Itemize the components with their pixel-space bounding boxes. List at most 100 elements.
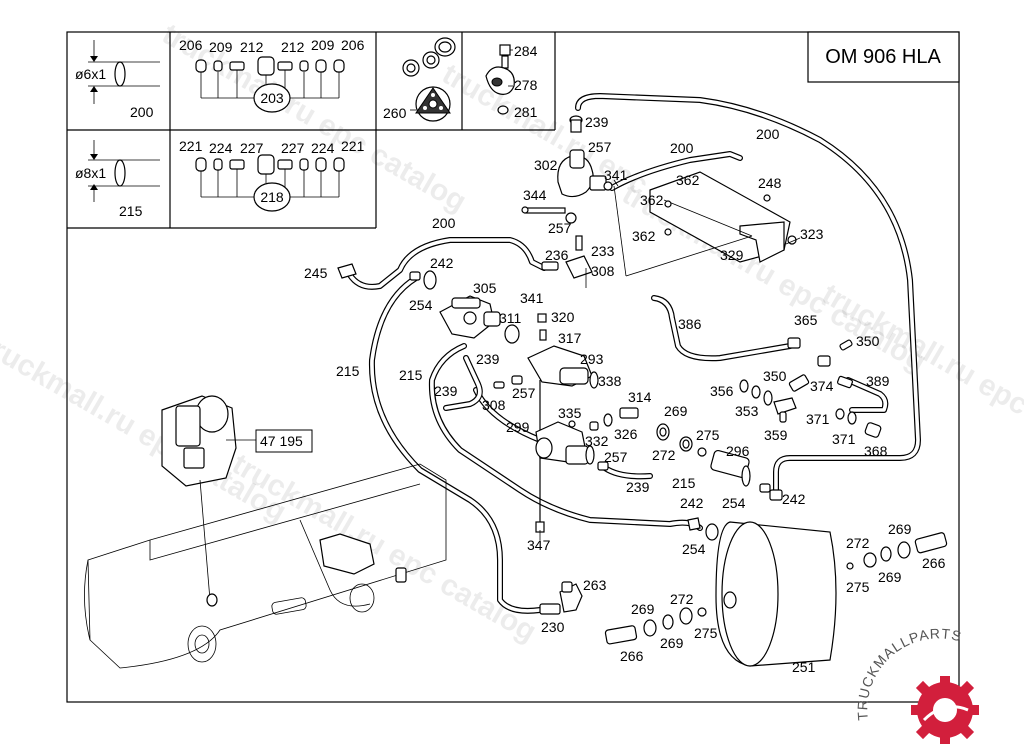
part-263 bbox=[539, 581, 583, 615]
callout: 239 bbox=[585, 114, 609, 130]
callout: 257 bbox=[588, 139, 612, 155]
callout: 242 bbox=[782, 491, 806, 507]
fitting-label: 224 bbox=[311, 140, 335, 156]
callout: 239 bbox=[434, 383, 458, 399]
gear-icon bbox=[911, 676, 979, 744]
callout: 341 bbox=[520, 290, 544, 306]
callout: 314 bbox=[628, 389, 652, 405]
valve-293 bbox=[493, 313, 599, 533]
inset-seal-260: 260 bbox=[383, 37, 456, 122]
callout: 317 bbox=[558, 330, 582, 346]
fitting-label: 209 bbox=[311, 37, 335, 53]
callout: 386 bbox=[678, 316, 702, 332]
parts-266-right bbox=[846, 532, 948, 570]
fitting-label: 224 bbox=[209, 140, 233, 156]
callout-labels: 239 257 302 341 200 200 362 248 362 344 … bbox=[260, 114, 946, 675]
clamp-label: 284 bbox=[514, 43, 538, 59]
callout: 335 bbox=[558, 405, 582, 421]
fitting-label: 221 bbox=[179, 138, 203, 154]
parts-350-group bbox=[739, 337, 882, 438]
callout: 200 bbox=[756, 126, 780, 142]
inset-pipe-6-dimension: ø6x1 bbox=[75, 66, 106, 82]
watermark-text: truckmall.ru epc catalog bbox=[227, 447, 542, 648]
diagram-frame bbox=[66, 31, 960, 703]
callout: 200 bbox=[670, 140, 694, 156]
callout: 374 bbox=[810, 378, 834, 394]
callout: 323 bbox=[800, 226, 824, 242]
inset-clamp: 284 278 281 bbox=[485, 43, 538, 120]
callout: 215 bbox=[336, 363, 360, 379]
inset-pipe-6-part: 200 bbox=[130, 104, 154, 120]
callout: 296 bbox=[726, 443, 750, 459]
callout: 362 bbox=[640, 192, 664, 208]
callout: 326 bbox=[614, 426, 638, 442]
callout: 269 bbox=[878, 569, 902, 585]
inset-group-218: 218 bbox=[260, 189, 284, 205]
parts-266-left bbox=[604, 607, 707, 645]
fitting-label: 206 bbox=[179, 37, 203, 53]
callout: 269 bbox=[631, 601, 655, 617]
fitting-label: 212 bbox=[281, 39, 305, 55]
fitting-label: 209 bbox=[209, 39, 233, 55]
callout: 344 bbox=[523, 187, 547, 203]
callout: 371 bbox=[806, 411, 830, 427]
callout: 362 bbox=[632, 228, 656, 244]
callout: 350 bbox=[763, 368, 787, 384]
callout: 371 bbox=[832, 431, 856, 447]
callout: 311 bbox=[499, 310, 522, 326]
callout: 266 bbox=[620, 648, 644, 664]
callout: 215 bbox=[672, 475, 696, 491]
callout: 353 bbox=[735, 403, 759, 419]
callout: 239 bbox=[476, 351, 500, 367]
callout: 329 bbox=[720, 247, 744, 263]
fitting-label: 227 bbox=[240, 140, 264, 156]
callout: 350 bbox=[856, 333, 880, 349]
callout: 245 bbox=[304, 265, 328, 281]
callout: 272 bbox=[846, 535, 870, 551]
part-245 bbox=[337, 263, 437, 290]
callout: 359 bbox=[764, 427, 788, 443]
callout: 269 bbox=[888, 521, 912, 537]
callout: 269 bbox=[664, 403, 688, 419]
truckmall-logo: TRUCKMALLPARTS bbox=[854, 625, 979, 744]
engine-label: OM 906 HLA bbox=[825, 46, 941, 68]
callout: 272 bbox=[670, 591, 694, 607]
callout: 242 bbox=[430, 255, 454, 271]
callout: 257 bbox=[512, 385, 536, 401]
callout: 368 bbox=[864, 443, 888, 459]
callout: 47 195 bbox=[260, 433, 303, 449]
callout: 269 bbox=[660, 635, 684, 651]
callout: 200 bbox=[432, 215, 456, 231]
callout: 275 bbox=[846, 579, 870, 595]
part-305 bbox=[439, 295, 520, 344]
callout: 305 bbox=[473, 280, 497, 296]
clamp-label: 281 bbox=[514, 104, 538, 120]
inset-seal-260-label: 260 bbox=[383, 105, 407, 121]
callout: 254 bbox=[409, 297, 433, 313]
air-tank-251 bbox=[687, 517, 837, 667]
callout: 308 bbox=[482, 397, 506, 413]
callout: 389 bbox=[866, 373, 890, 389]
inset-fittings-203: 206 209 212 212 209 206 2 bbox=[179, 37, 365, 113]
callout: 362 bbox=[676, 172, 700, 188]
inset-fittings-218: 221 224 227 227 224 221 2 bbox=[179, 138, 365, 212]
callout: 332 bbox=[585, 433, 609, 449]
engine-block bbox=[84, 463, 447, 669]
callout: 236 bbox=[545, 247, 569, 263]
callout: 338 bbox=[598, 373, 622, 389]
callout: 365 bbox=[794, 312, 818, 328]
fitting-label: 206 bbox=[341, 37, 365, 53]
valve-299 bbox=[535, 407, 639, 471]
callout: 266 bbox=[922, 555, 946, 571]
callout: 239 bbox=[626, 479, 650, 495]
callout: 347 bbox=[527, 537, 551, 553]
callout: 215 bbox=[399, 367, 423, 383]
callout: 230 bbox=[541, 619, 565, 635]
fitting-label: 212 bbox=[240, 39, 264, 55]
component-47195 bbox=[161, 395, 313, 601]
callout: 254 bbox=[722, 495, 746, 511]
leader-lines bbox=[539, 179, 801, 540]
callout: 356 bbox=[710, 383, 734, 399]
parts-296-group bbox=[656, 423, 783, 501]
